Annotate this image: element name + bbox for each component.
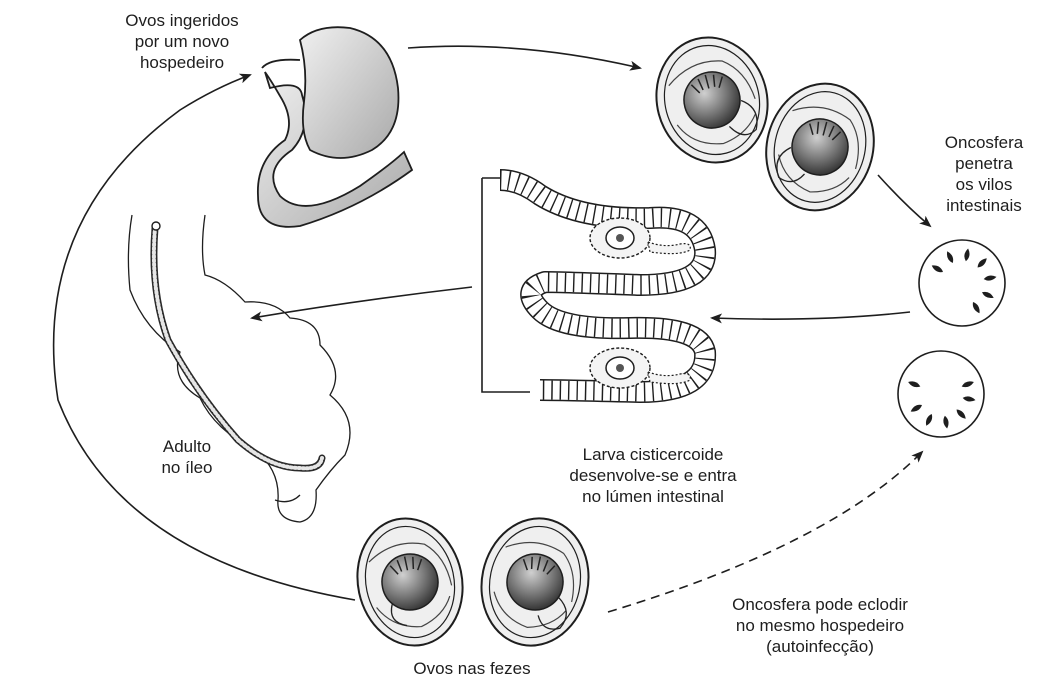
cysticercoid-larva-lower	[590, 348, 690, 388]
label-oncosphere-penetrates: Oncosfera penetra os vilos intestinais	[928, 132, 1040, 216]
label-autoinfection-line-1: Oncosfera pode eclodir	[710, 594, 930, 615]
label-adult-line-2: no íleo	[142, 457, 232, 478]
arrow-eggs-to-oncosphere	[878, 175, 930, 226]
adult-worm	[154, 228, 322, 468]
label-eggs-ingested-line-3: hospedeiro	[92, 52, 272, 73]
egg-top-right	[752, 71, 888, 222]
label-cysticercoid-line-3: no lúmen intestinal	[548, 486, 758, 507]
egg-top-left	[643, 25, 782, 175]
arrow-feces-to-ingested	[54, 75, 355, 600]
egg-feces-right	[470, 508, 600, 655]
adult-worm-scolex	[152, 222, 160, 230]
label-cysticercoid: Larva cisticercoide desenvolve-se e entr…	[548, 444, 758, 507]
label-autoinfection: Oncosfera pode eclodir no mesmo hospedei…	[710, 594, 930, 657]
oncosphere-circle-upper	[919, 240, 1005, 326]
label-adult-ileum: Adulto no íleo	[142, 436, 232, 478]
label-autoinfection-line-3: (autoinfecção)	[710, 636, 930, 657]
label-eggs-ingested-line-2: por um novo	[92, 31, 272, 52]
intestinal-villi-illustration	[482, 178, 705, 392]
arrow-stomach-to-eggs	[408, 46, 640, 68]
label-adult-line-1: Adulto	[142, 436, 232, 457]
label-oncosphere-line-2: penetra	[928, 153, 1040, 174]
label-oncosphere-line-4: intestinais	[928, 195, 1040, 216]
stomach-illustration	[258, 27, 412, 227]
label-oncosphere-line-1: Oncosfera	[928, 132, 1040, 153]
label-eggs-ingested-line-1: Ovos ingeridos	[92, 10, 272, 31]
label-cysticercoid-line-1: Larva cisticercoide	[548, 444, 758, 465]
label-eggs-ingested: Ovos ingeridos por um novo hospedeiro	[92, 10, 272, 73]
oncosphere-circle-lower	[898, 351, 984, 437]
egg-feces-left	[346, 509, 474, 656]
label-oncosphere-line-3: os vilos	[928, 174, 1040, 195]
label-cysticercoid-line-2: desenvolve-se e entra	[548, 465, 758, 486]
label-eggs-feces-line-1: Ovos nas fezes	[392, 658, 552, 679]
arrow-oncosphere-to-villi	[712, 312, 910, 319]
adult-worm-segments	[154, 228, 322, 468]
label-autoinfection-line-2: no mesmo hospedeiro	[710, 615, 930, 636]
label-eggs-feces: Ovos nas fezes	[392, 658, 552, 679]
